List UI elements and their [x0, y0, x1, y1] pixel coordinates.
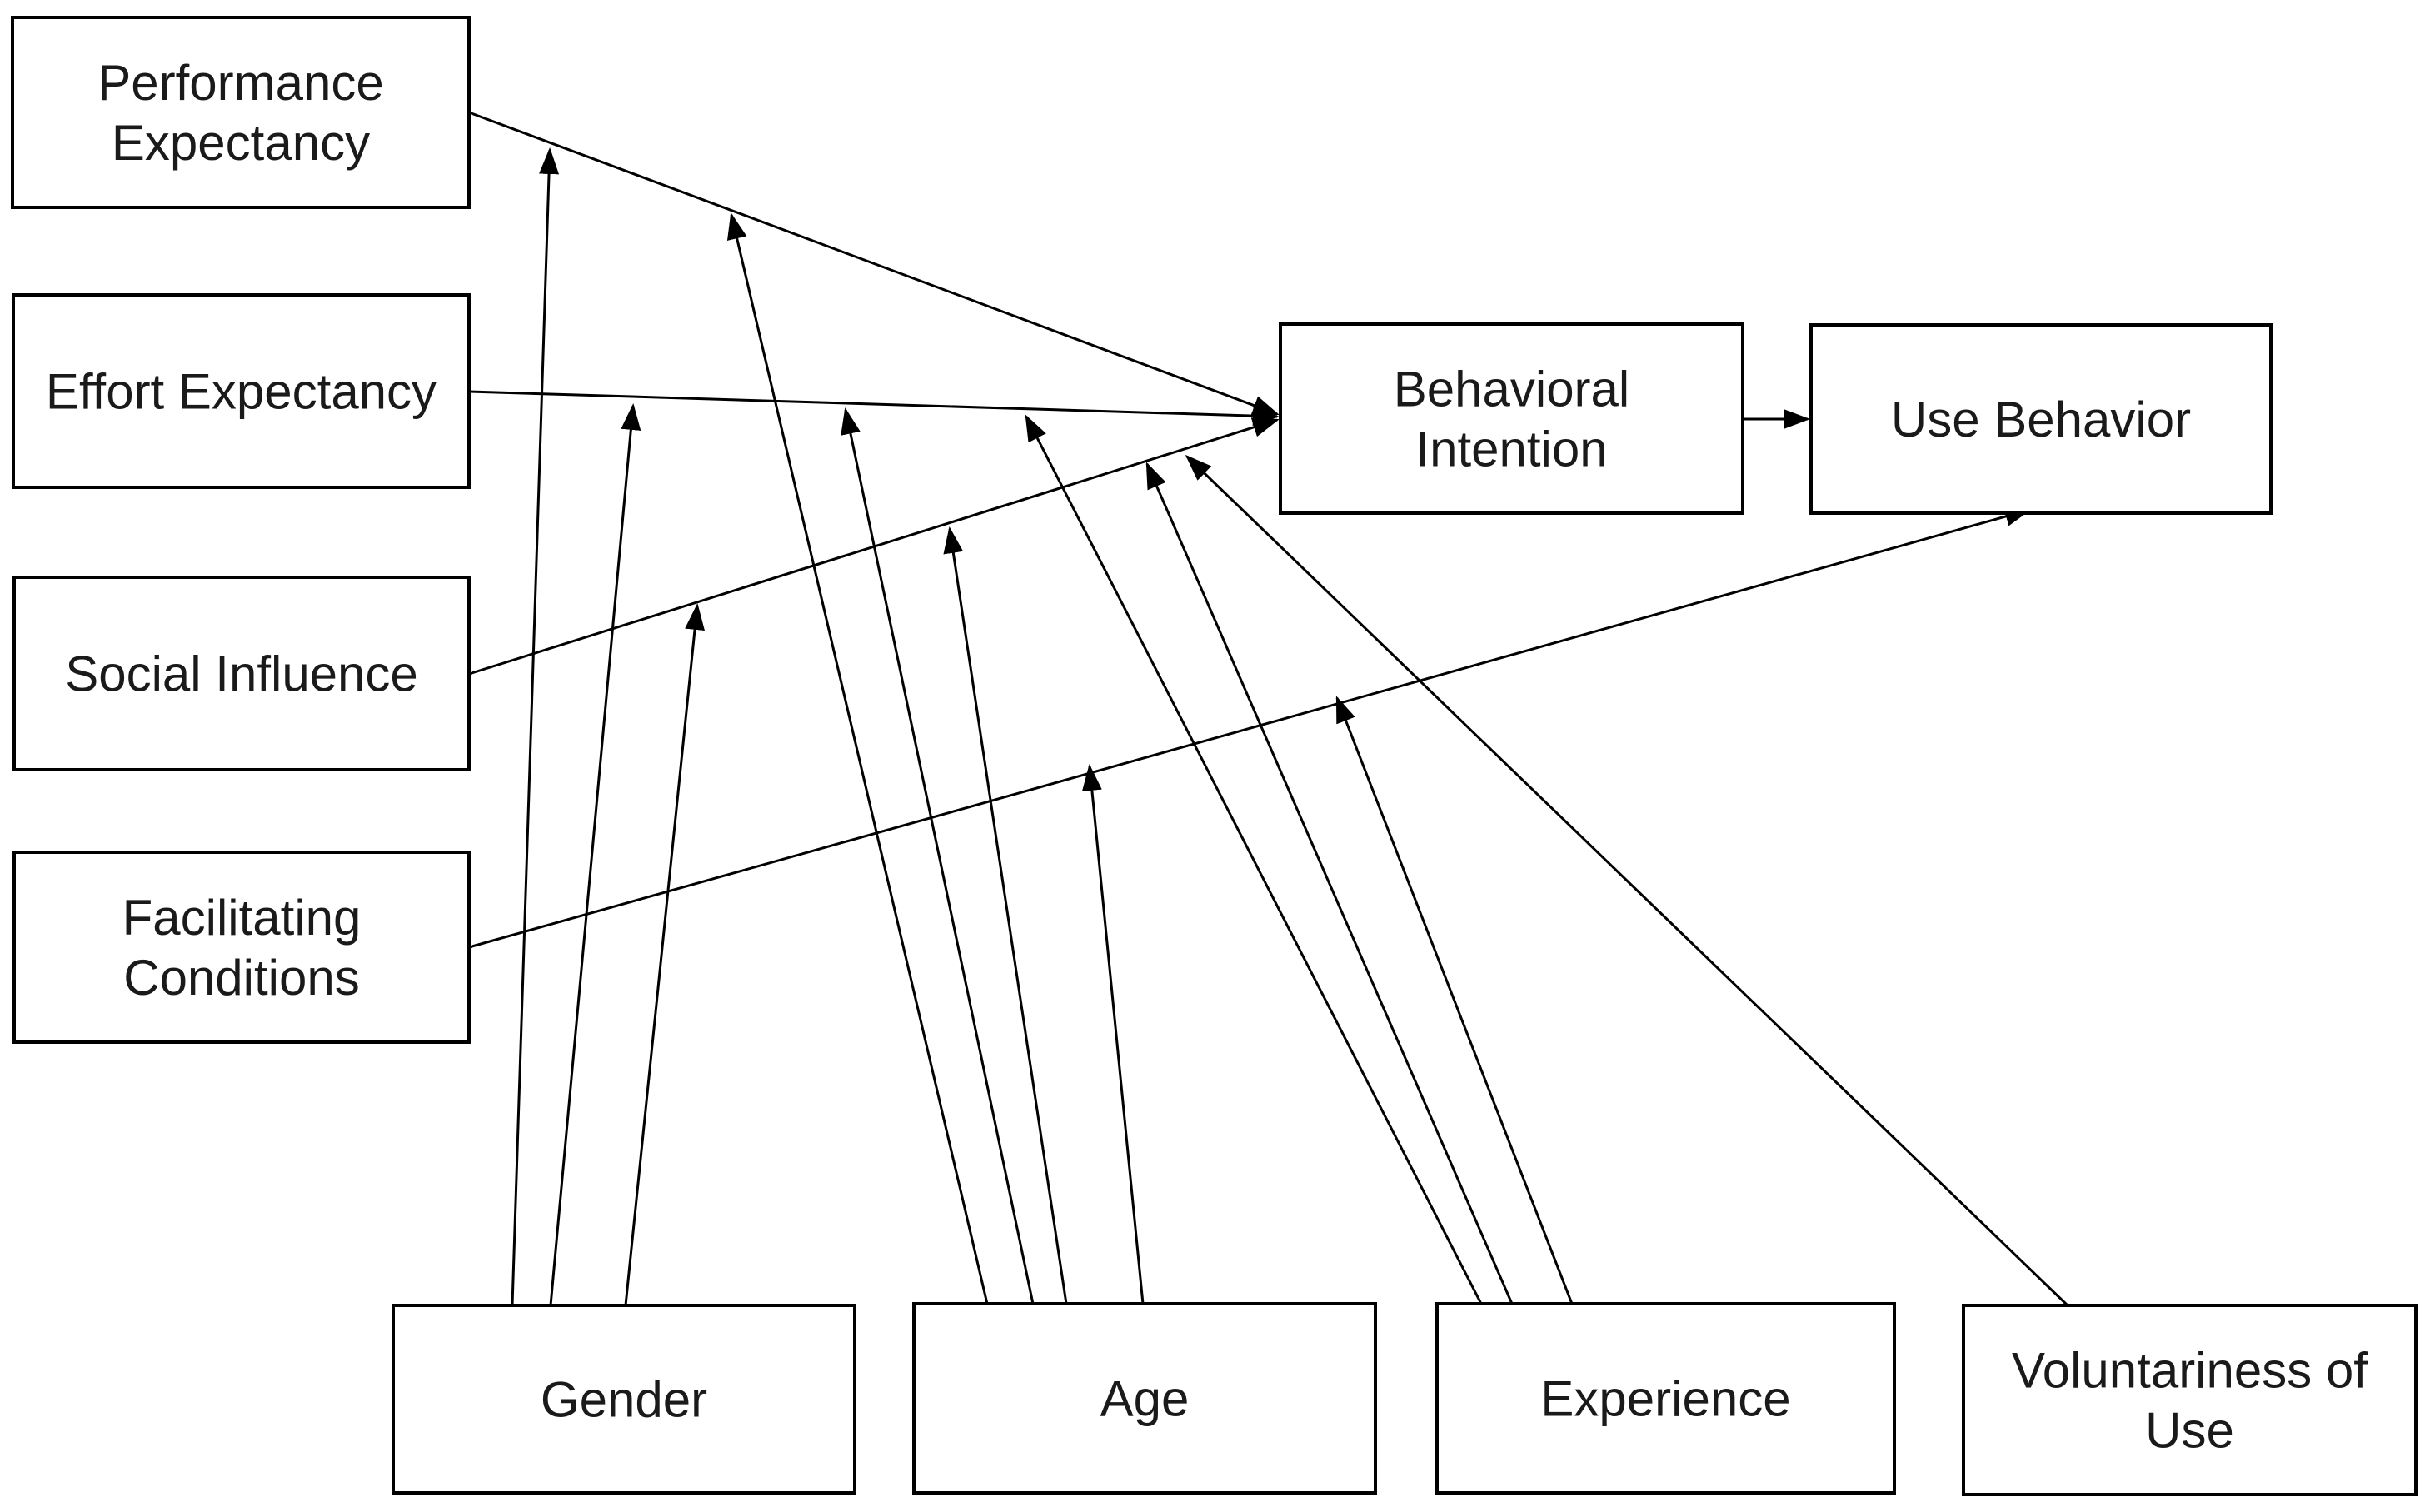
edge-age-moderates-pe-path	[726, 212, 989, 1305]
edge-age-moderates-ee-path	[841, 407, 1035, 1305]
node-experience: Experience	[1435, 1302, 1896, 1495]
edge-performance-expectancy-to-behavioral-intention	[468, 111, 1280, 416]
node-box-behavioral-intention	[1279, 322, 1744, 515]
node-box-effort-expectancy	[12, 293, 471, 489]
node-label-social-influence: Social Influence	[65, 646, 418, 702]
node-label-gender: Gender	[541, 1372, 707, 1428]
node-age: Age	[912, 1302, 1377, 1495]
node-label-effort-expectancy: Effort Expectancy	[46, 364, 437, 420]
edge-age-moderates-si-path	[943, 526, 1068, 1305]
edge-experience-moderates-fc-path	[1335, 696, 1574, 1305]
edge-experience-moderates-si-path	[1145, 462, 1514, 1305]
node-box-use-behavior	[1809, 323, 2273, 515]
edge-facilitating-conditions-to-use-behavior	[468, 506, 2032, 949]
node-use-behavior: Use Behavior	[1809, 323, 2273, 515]
node-box-experience	[1435, 1302, 1896, 1495]
node-gender: Gender	[392, 1304, 856, 1495]
edge-gender-moderates-si-path	[624, 603, 705, 1306]
node-box-voluntariness-of-use	[1962, 1304, 2418, 1496]
edge-layer	[468, 111, 2069, 1307]
edge-gender-moderates-pe-path	[511, 147, 560, 1306]
node-box-performance-expectancy	[11, 16, 471, 209]
node-label-experience: Experience	[1540, 1371, 1790, 1427]
edge-voluntariness-moderates-si-path	[1185, 454, 2069, 1307]
edge-gender-moderates-ee-path	[549, 403, 641, 1306]
node-box-facilitating-conditions	[12, 851, 471, 1044]
node-social-influence: Social Influence	[12, 576, 471, 771]
node-label-use-behavior: Use Behavior	[1891, 392, 2191, 447]
node-box-social-influence	[12, 576, 471, 771]
edge-age-moderates-fc-path	[1081, 764, 1145, 1305]
edge-experience-moderates-ee-path	[1025, 414, 1483, 1305]
node-box-age	[912, 1302, 1377, 1495]
node-label-age: Age	[1100, 1371, 1190, 1427]
node-box-gender	[392, 1304, 856, 1495]
edge-effort-expectancy-to-behavioral-intention	[468, 390, 1280, 427]
node-effort-expectancy: Effort Expectancy	[12, 293, 471, 489]
